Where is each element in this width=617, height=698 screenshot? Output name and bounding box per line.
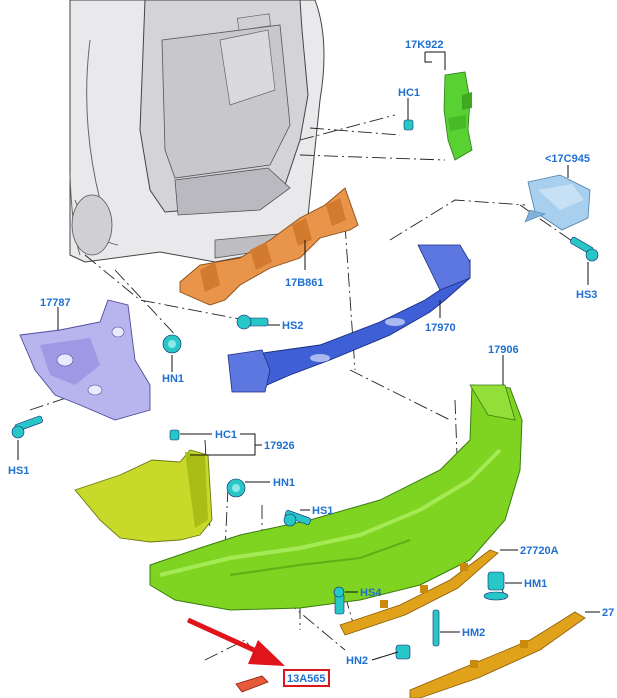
bolt-hs2[interactable] [236,314,269,330]
nut-hn1-mid[interactable] [226,478,246,498]
highlight-box-13A565 [283,669,330,687]
bolt-hs1-mid[interactable] [283,509,311,527]
label-17970[interactable]: 17970 [425,322,456,334]
beam-17970[interactable] [227,244,471,393]
bracket-17K922[interactable] [443,71,473,161]
label-hn1-left[interactable]: HN1 [162,373,184,385]
trim-27[interactable] [409,611,586,698]
trim-27720A[interactable] [339,549,499,636]
label-hs3[interactable]: HS3 [576,289,597,301]
red-pointer-arrow-icon [186,617,285,666]
label-17906[interactable]: 17906 [488,344,519,356]
reinforcement-17B861[interactable] [179,187,359,306]
part-13A565[interactable] [235,675,269,693]
nut-hn2[interactable] [395,644,411,660]
label-hs1-left[interactable]: HS1 [8,465,29,477]
label-hm2[interactable]: HM2 [462,627,485,639]
vehicle-rear-body [69,0,325,263]
label-hs1-mid[interactable]: HS1 [312,505,333,517]
bracket-17787[interactable] [19,299,151,421]
bolt-hs3[interactable] [570,236,599,262]
label-hm1[interactable]: HM1 [524,578,547,590]
bolt-hs1-left[interactable] [11,415,43,439]
label-hn2[interactable]: HN2 [346,655,368,667]
bumper-cover-17906[interactable] [149,384,523,611]
label-hc1-top[interactable]: HC1 [398,87,420,99]
label-17B861[interactable]: 17B861 [285,277,324,289]
label-13A565[interactable]: 13A565 [287,673,326,685]
label-hc1-mid[interactable]: HC1 [215,429,237,441]
label-leader-lines [17,51,600,661]
label-27[interactable]: 27 [602,607,614,619]
part-labels: 17K922 HC1 <17C945 HS3 17B861 17787 HS2 … [8,39,614,687]
side-panel-17926[interactable] [74,449,213,543]
bolt-hs4[interactable] [333,586,345,615]
fastener-hm2[interactable] [432,609,440,647]
clip-hc1-top[interactable] [403,119,414,131]
bracket-17C945[interactable] [524,174,591,231]
label-17K922[interactable]: 17K922 [405,39,444,51]
label-hs2[interactable]: HS2 [282,320,303,332]
nut-hn1-left[interactable] [162,334,182,354]
label-17787[interactable]: 17787 [40,297,71,309]
label-17C945[interactable]: <17C945 [545,153,590,165]
label-hs4[interactable]: HS4 [360,587,382,599]
clip-hc1-mid[interactable] [169,429,180,441]
label-17926[interactable]: 17926 [264,440,295,452]
label-27720A[interactable]: 27720A [520,545,559,557]
label-hn1-mid[interactable]: HN1 [273,477,295,489]
fastener-hm1[interactable] [483,571,509,601]
